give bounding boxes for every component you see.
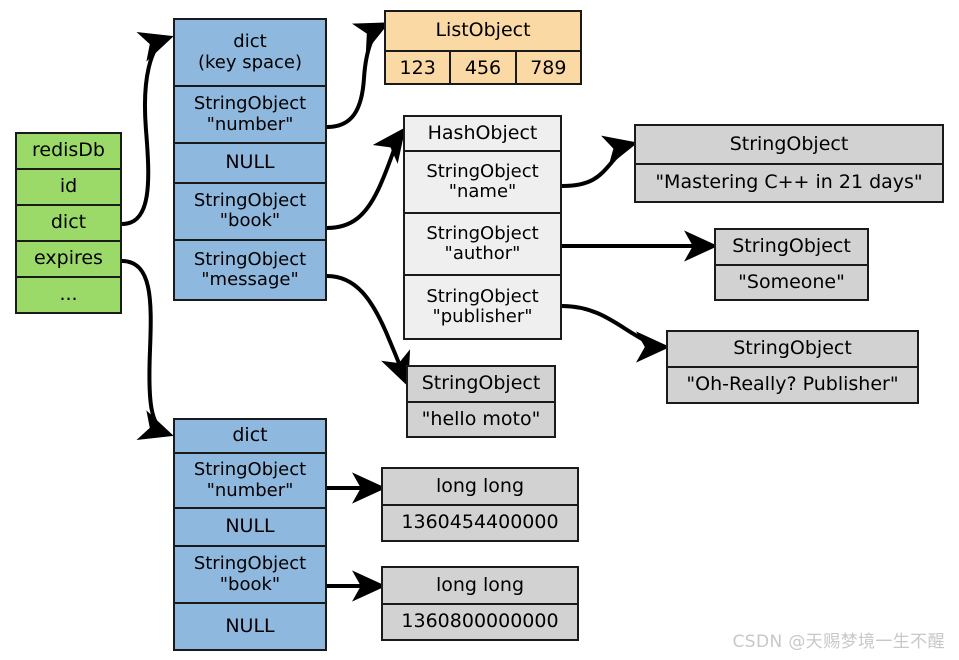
long-long-book-value: 1360800000000 [383, 604, 577, 639]
long-long-number: long long 1360454400000 [381, 467, 579, 542]
list-object: ListObject 123 456 789 [384, 10, 582, 85]
redisdb-row-expires: expires [17, 242, 120, 278]
list-object-cell-1: 456 [451, 52, 517, 83]
hash-object-row-publisher: StringObject "publisher" [405, 276, 560, 338]
string-author-value: "Someone" [716, 265, 867, 299]
redisdb-row-dict: dict [17, 206, 120, 242]
string-publisher-value: "Oh-Really? Publisher" [668, 368, 917, 402]
list-object-cell-0: 123 [386, 52, 452, 83]
string-message-header: StringObject [408, 367, 554, 403]
string-message-value: "hello moto" [408, 402, 554, 436]
wire-name-to-mastering [561, 135, 638, 188]
hash-object-row-name: StringObject "name" [405, 152, 560, 215]
csdn-watermark: CSDN @天赐梦境一生不醒 [732, 632, 945, 652]
list-object-cell-2: 789 [516, 52, 580, 83]
expires-row-number: StringObject "number" [175, 454, 325, 509]
wire-book-to-hashobject [326, 127, 406, 230]
long-long-book: long long 1360800000000 [381, 566, 579, 641]
string-book-name-value: "Mastering C++ in 21 days" [636, 164, 942, 201]
redisdb-row-ellipsis: ... [17, 278, 120, 312]
list-object-cells: 123 456 789 [386, 52, 580, 83]
keyspace-dict: dict (key space) StringObject "number" N… [173, 18, 327, 301]
hash-object-header: HashObject [405, 117, 560, 153]
string-publisher-header: StringObject [668, 332, 917, 368]
keyspace-row-null: NULL [175, 144, 325, 184]
wire-publisher-to-ohreally [561, 304, 670, 363]
keyspace-row-number: StringObject "number" [175, 87, 325, 145]
string-author-header: StringObject [716, 230, 867, 266]
expires-row-null-1: NULL [175, 509, 325, 547]
string-book-name-header: StringObject [636, 126, 942, 165]
redisdb-row-id: id [17, 170, 120, 206]
expires-row-null-2: NULL [175, 604, 325, 649]
wire-expires-to-expiresdict [121, 259, 174, 440]
keyspace-row-message: StringObject "message" [175, 240, 325, 300]
redisdb-row-title: redisDb [17, 134, 120, 170]
long-long-book-header: long long [383, 568, 577, 605]
wire-dict-to-keyspace [121, 32, 174, 226]
expires-row-book: StringObject "book" [175, 547, 325, 604]
expires-row-header: dict [175, 420, 325, 454]
redisdb-struct: redisDb id dict expires ... [15, 132, 122, 314]
keyspace-row-header: dict (key space) [175, 20, 325, 88]
long-long-number-value: 1360454400000 [383, 505, 577, 540]
string-object-book-name: StringObject "Mastering C++ in 21 days" [634, 124, 944, 203]
long-long-number-header: long long [383, 469, 577, 506]
string-object-message: StringObject "hello moto" [406, 365, 556, 438]
list-object-header: ListObject [386, 12, 580, 52]
hash-object-row-author: StringObject "author" [405, 214, 560, 277]
wire-number-to-listobject [326, 22, 390, 129]
string-object-author: StringObject "Someone" [714, 228, 869, 301]
wire-message-to-hellomoto [326, 274, 411, 387]
keyspace-row-book: StringObject "book" [175, 183, 325, 241]
expires-dict: dict StringObject "number" NULL StringOb… [173, 418, 327, 651]
string-object-publisher: StringObject "Oh-Really? Publisher" [666, 330, 919, 404]
hash-object: HashObject StringObject "name" StringObj… [403, 115, 562, 340]
